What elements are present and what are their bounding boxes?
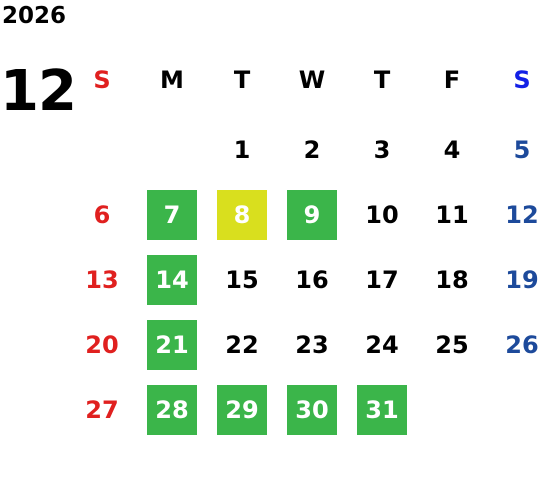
- day-cell-10[interactable]: 10: [365, 201, 399, 229]
- year-label: 2026: [2, 3, 67, 29]
- day-cell-3[interactable]: 3: [373, 136, 391, 164]
- weekday-header-sat: S: [513, 66, 531, 94]
- day-cell-16[interactable]: 16: [295, 266, 329, 294]
- day-cell-18[interactable]: 18: [435, 266, 469, 294]
- day-cell-17[interactable]: 17: [365, 266, 399, 294]
- day-cell-5[interactable]: 5: [513, 136, 531, 164]
- day-cell-15[interactable]: 15: [225, 266, 259, 294]
- day-cell-25[interactable]: 25: [435, 331, 469, 359]
- weekday-header-thu: T: [373, 66, 391, 94]
- day-cell-2[interactable]: 2: [303, 136, 321, 164]
- day-cell-20[interactable]: 20: [85, 331, 119, 359]
- day-cell-1[interactable]: 1: [233, 136, 251, 164]
- day-cell-12[interactable]: 12: [505, 201, 539, 229]
- day-cell-22[interactable]: 22: [225, 331, 259, 359]
- weekday-header-sun: S: [93, 66, 111, 94]
- day-cell-31[interactable]: 31: [357, 385, 407, 435]
- day-cell-30[interactable]: 30: [287, 385, 337, 435]
- weekday-header-fri: F: [443, 66, 461, 94]
- day-cell-6[interactable]: 6: [93, 201, 111, 229]
- day-cell-24[interactable]: 24: [365, 331, 399, 359]
- day-cell-14[interactable]: 14: [147, 255, 197, 305]
- day-cell-11[interactable]: 11: [435, 201, 469, 229]
- day-cell-9[interactable]: 9: [287, 190, 337, 240]
- weekday-header-mon: M: [160, 66, 184, 94]
- day-cell-13[interactable]: 13: [85, 266, 119, 294]
- day-cell-7[interactable]: 7: [147, 190, 197, 240]
- day-cell-28[interactable]: 28: [147, 385, 197, 435]
- weekday-header-wed: W: [298, 66, 326, 94]
- day-cell-26[interactable]: 26: [505, 331, 539, 359]
- weekday-header-tue: T: [233, 66, 251, 94]
- month-label: 12: [0, 59, 77, 124]
- day-cell-27[interactable]: 27: [85, 396, 119, 424]
- day-cell-23[interactable]: 23: [295, 331, 329, 359]
- day-cell-19[interactable]: 19: [505, 266, 539, 294]
- day-cell-29[interactable]: 29: [217, 385, 267, 435]
- day-cell-4[interactable]: 4: [443, 136, 461, 164]
- day-cell-8[interactable]: 8: [217, 190, 267, 240]
- day-cell-21[interactable]: 21: [147, 320, 197, 370]
